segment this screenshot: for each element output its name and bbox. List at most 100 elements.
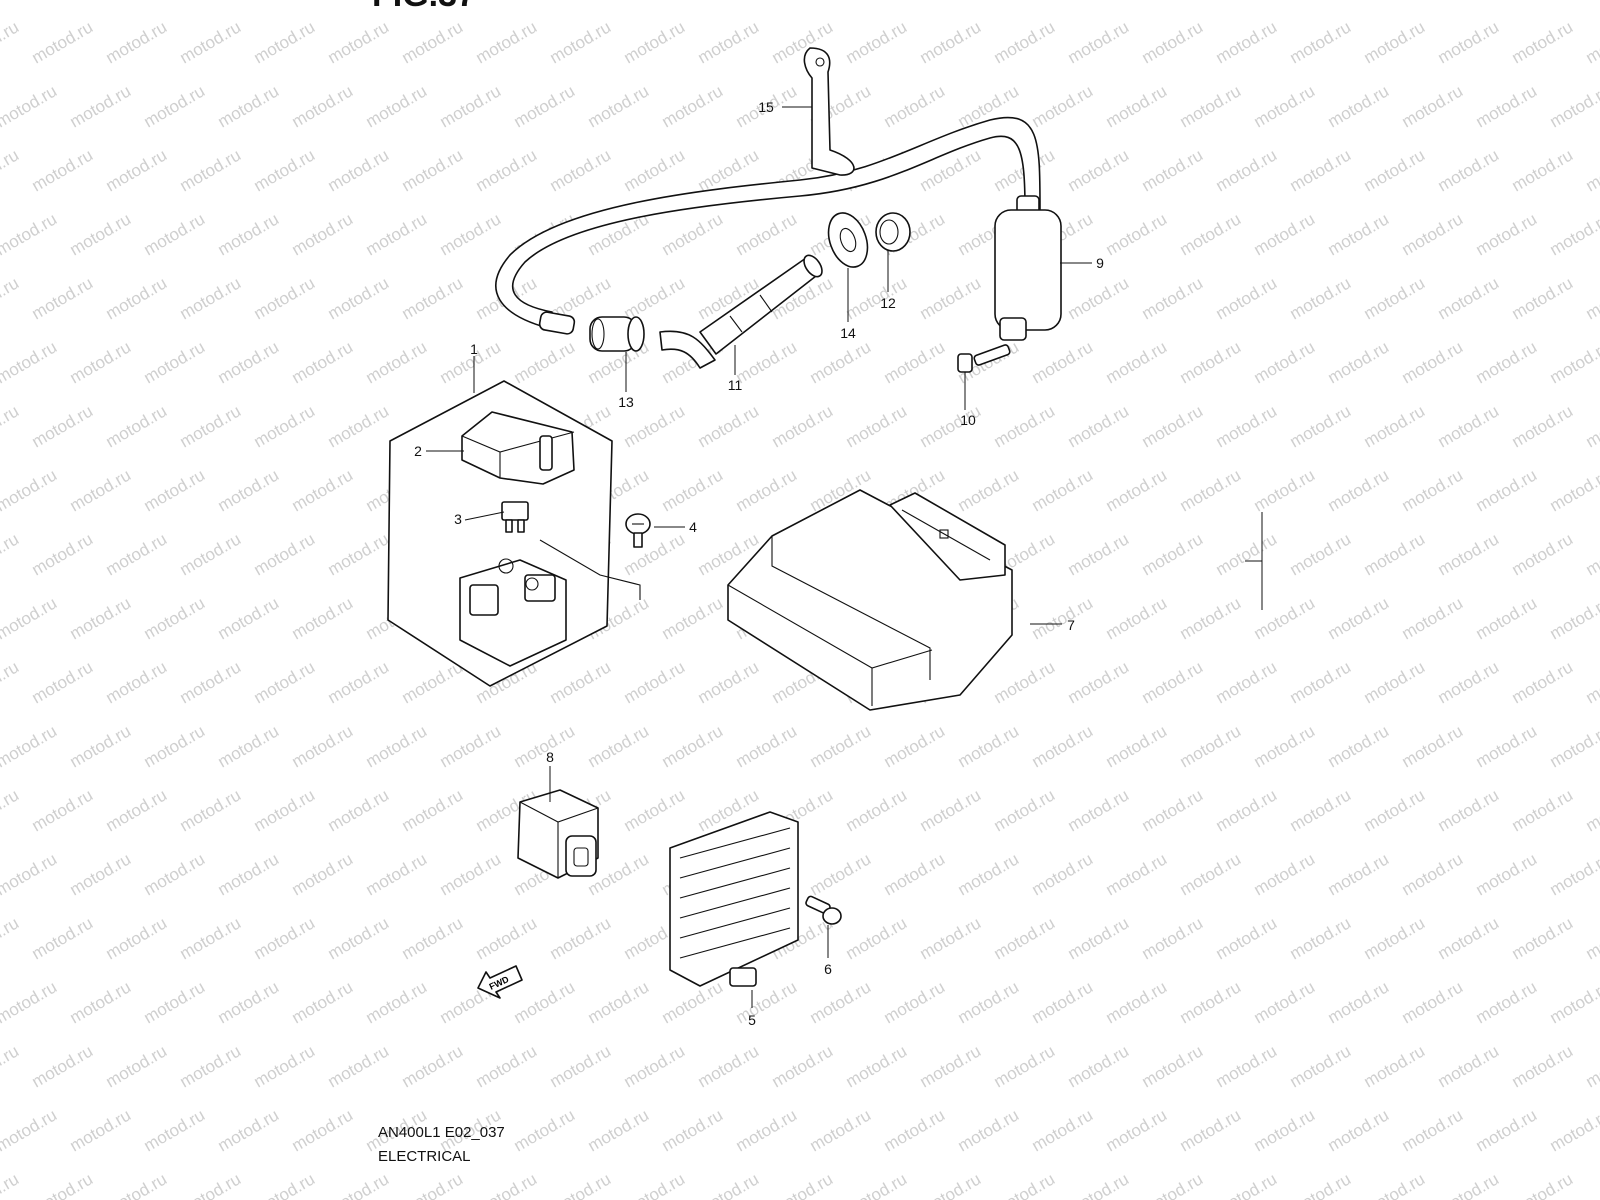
watermark-text: motod.ru xyxy=(1065,1169,1133,1200)
watermark-text: motod.ru xyxy=(1325,337,1393,387)
watermark-text: motod.ru xyxy=(177,401,245,451)
watermark-text: motod.ru xyxy=(769,401,837,451)
watermark-text: motod.ru xyxy=(1287,913,1355,963)
watermark-text: motod.ru xyxy=(1287,273,1355,323)
watermark-text: motod.ru xyxy=(1547,977,1600,1027)
watermark-text: motod.ru xyxy=(363,337,431,387)
watermark-text: motod.ru xyxy=(0,465,60,515)
watermark-text: motod.ru xyxy=(769,1041,837,1091)
watermark-text: motod.ru xyxy=(1435,17,1503,67)
watermark-text: motod.ru xyxy=(695,1041,763,1091)
watermark-text: motod.ru xyxy=(1361,913,1429,963)
watermark-text: motod.ru xyxy=(843,785,911,835)
watermark-text: motod.ru xyxy=(29,401,97,451)
watermark-text: motod.ru xyxy=(1139,145,1207,195)
watermark-text: motod.ru xyxy=(807,1105,875,1155)
watermark-text: motod.ru xyxy=(1065,17,1133,67)
watermark-text: motod.ru xyxy=(1583,1041,1600,1091)
watermark-text: motod.ru xyxy=(399,145,467,195)
watermark-text: motod.ru xyxy=(67,337,135,387)
watermark-text: motod.ru xyxy=(621,529,689,579)
watermark-text: motod.ru xyxy=(881,977,949,1027)
watermark-text: motod.ru xyxy=(1103,209,1171,259)
watermark-text: motod.ru xyxy=(1177,1105,1245,1155)
watermark-text: motod.ru xyxy=(511,977,579,1027)
watermark-text: motod.ru xyxy=(1547,0,1600,3)
starter-relay-body xyxy=(459,539,641,667)
watermark-text: motod.ru xyxy=(807,977,875,1027)
watermark-text: motod.ru xyxy=(67,209,135,259)
watermark-text: motod.ru xyxy=(103,1041,171,1091)
watermark-text: motod.ru xyxy=(1251,465,1319,515)
watermark-text: motod.ru xyxy=(1287,17,1355,67)
watermark-text: motod.ru xyxy=(251,1041,319,1091)
watermark-text: motod.ru xyxy=(1399,0,1467,3)
fwd-arrow-icon: FWD xyxy=(477,965,523,999)
watermark-text: motod.ru xyxy=(1177,849,1245,899)
watermark-text: motod.ru xyxy=(473,913,541,963)
watermark-text: motod.ru xyxy=(917,1169,985,1200)
watermark-text: motod.ru xyxy=(141,721,209,771)
watermark-text: motod.ru xyxy=(289,1105,357,1155)
watermark-text: motod.ru xyxy=(1287,657,1355,707)
part-3-fuse xyxy=(501,501,529,533)
watermark-text: motod.ru xyxy=(473,145,541,195)
watermark-text: motod.ru xyxy=(1547,337,1600,387)
watermark-text: motod.ru xyxy=(363,81,431,131)
part-12-ring xyxy=(875,212,911,252)
watermark-text: motod.ru xyxy=(917,785,985,835)
watermark-text: motod.ru xyxy=(29,1041,97,1091)
watermark-text: motod.ru xyxy=(1399,593,1467,643)
watermark-text: motod.ru xyxy=(325,273,393,323)
watermark-text: motod.ru xyxy=(437,0,505,3)
watermark-text: motod.ru xyxy=(1177,977,1245,1027)
watermark-text: motod.ru xyxy=(769,1169,837,1200)
watermark-text: motod.ru xyxy=(1287,1169,1355,1200)
watermark-text: motod.ru xyxy=(1251,977,1319,1027)
watermark-text: motod.ru xyxy=(1473,849,1541,899)
watermark-text: motod.ru xyxy=(325,1169,393,1200)
callout-11: 11 xyxy=(728,377,743,393)
watermark-text: motod.ru xyxy=(1509,145,1577,195)
watermark-text: motod.ru xyxy=(1103,465,1171,515)
watermark-text: motod.ru xyxy=(1103,593,1171,643)
watermark-text: motod.ru xyxy=(103,273,171,323)
watermark-text: motod.ru xyxy=(807,849,875,899)
callout-9: 9 xyxy=(1096,255,1104,271)
watermark-text: motod.ru xyxy=(1213,17,1281,67)
watermark-text: motod.ru xyxy=(1029,721,1097,771)
watermark-text: motod.ru xyxy=(955,721,1023,771)
watermark-text: motod.ru xyxy=(1325,593,1393,643)
part-6-bolt xyxy=(805,895,842,925)
watermark-text: motod.ru xyxy=(1139,273,1207,323)
watermark-text: motod.ru xyxy=(991,401,1059,451)
watermark-text: motod.ru xyxy=(843,273,911,323)
watermark-text: motod.ru xyxy=(955,849,1023,899)
callout-2: 2 xyxy=(414,443,422,459)
watermark-text: motod.ru xyxy=(807,721,875,771)
watermark-text: motod.ru xyxy=(215,1105,283,1155)
watermark-text: motod.ru xyxy=(325,17,393,67)
watermark-text: motod.ru xyxy=(1361,17,1429,67)
watermark-text: motod.ru xyxy=(1251,1105,1319,1155)
watermark-text: motod.ru xyxy=(177,1041,245,1091)
callout-numbers: 1 2 3 4 5 6 7 8 9 10 11 12 13 14 15 xyxy=(414,99,1104,1028)
watermark-text: motod.ru xyxy=(511,1105,579,1155)
watermark-text: motod.ru xyxy=(1103,1105,1171,1155)
watermark-text: motod.ru xyxy=(0,273,22,323)
watermark-text: motod.ru xyxy=(0,209,60,259)
watermark-text: motod.ru xyxy=(547,145,615,195)
watermark-text: motod.ru xyxy=(0,1105,60,1155)
watermark-text: motod.ru xyxy=(251,401,319,451)
watermark-text: motod.ru xyxy=(67,977,135,1027)
watermark-text: motod.ru xyxy=(1251,0,1319,3)
watermark-text: motod.ru xyxy=(991,1041,1059,1091)
watermark-text: motod.ru xyxy=(103,913,171,963)
watermark-text: motod.ru xyxy=(1547,465,1600,515)
watermark-text: motod.ru xyxy=(1509,401,1577,451)
callout-5: 5 xyxy=(748,1012,756,1028)
watermark-text: motod.ru xyxy=(1213,1169,1281,1200)
callout-leaders xyxy=(426,106,1092,1008)
watermark-text: motod.ru xyxy=(1583,273,1600,323)
